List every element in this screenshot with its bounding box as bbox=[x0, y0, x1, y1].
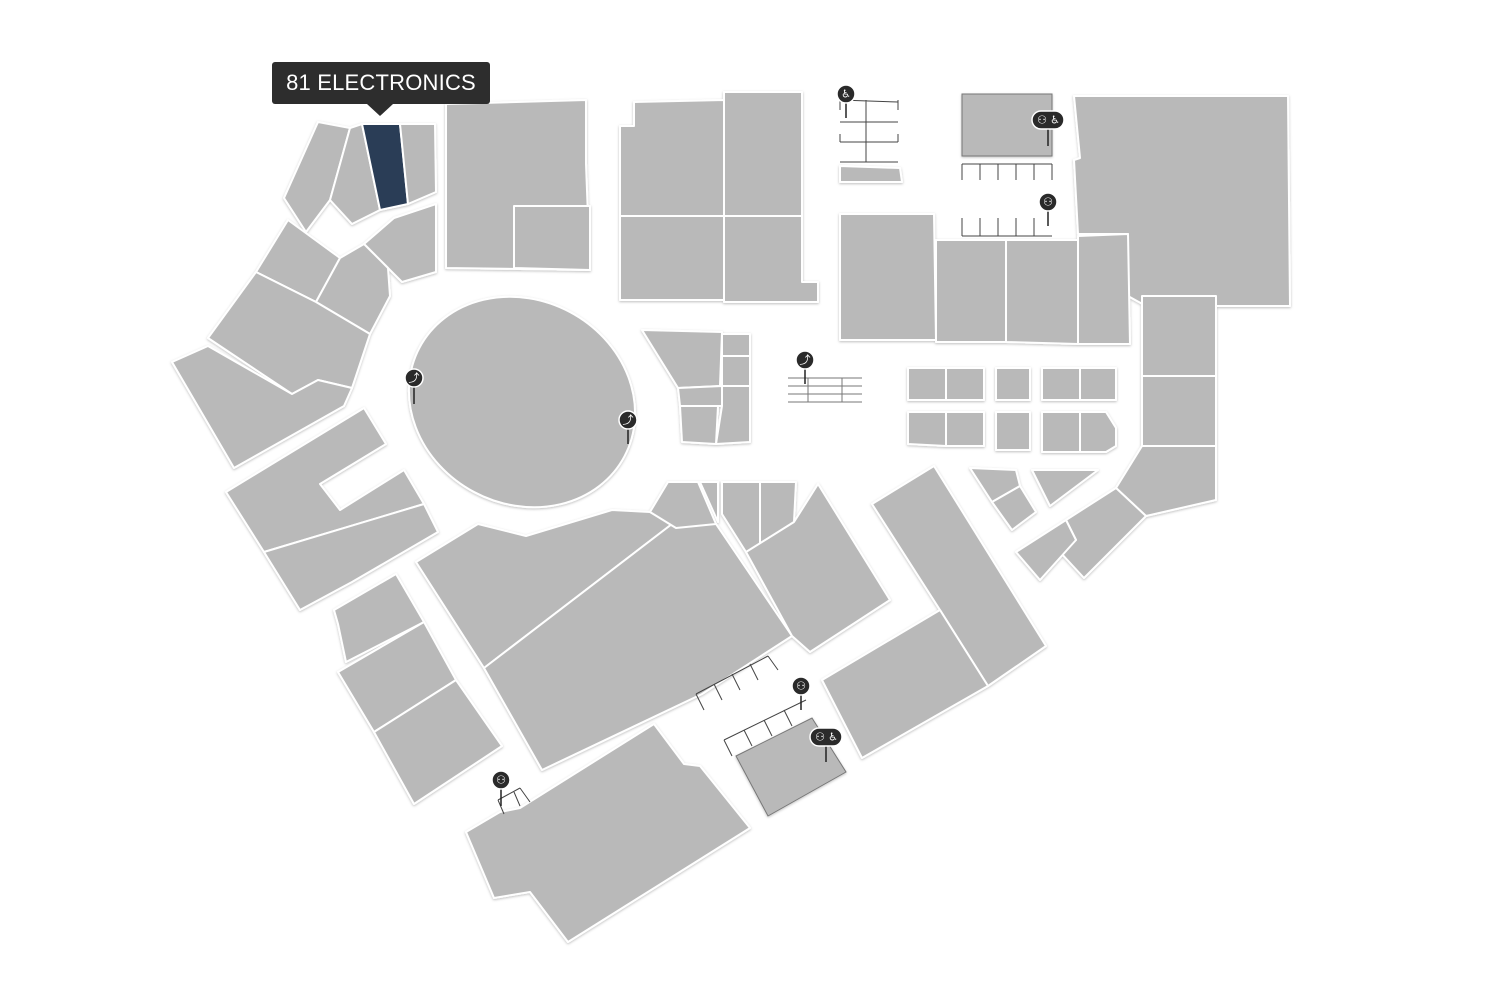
restroom-stalls bbox=[723, 699, 807, 757]
store-unit[interactable] bbox=[945, 367, 985, 401]
store-unit[interactable] bbox=[641, 329, 723, 389]
store-unit[interactable] bbox=[679, 405, 719, 445]
store-unit[interactable] bbox=[513, 205, 591, 271]
restroom-stalls bbox=[839, 99, 899, 163]
svg-text:♿: ♿ bbox=[828, 731, 838, 744]
restroom-icon[interactable]: ⚇ bbox=[1038, 192, 1058, 226]
escalator-icon[interactable]: ⤴ bbox=[618, 410, 638, 444]
restroom-stalls bbox=[497, 787, 531, 815]
selected-store-label: 81 ELECTRONICS bbox=[286, 70, 476, 95]
escalator-icon[interactable]: ⤴ bbox=[795, 350, 815, 384]
store-unit[interactable] bbox=[839, 165, 903, 183]
store-unit[interactable] bbox=[171, 345, 353, 469]
store-unit[interactable] bbox=[1079, 367, 1117, 401]
svg-text:⚇: ⚇ bbox=[815, 731, 825, 744]
svg-text:⚇: ⚇ bbox=[496, 774, 506, 787]
store-unit[interactable] bbox=[839, 213, 937, 341]
svg-text:♿: ♿ bbox=[841, 88, 851, 101]
store-unit[interactable] bbox=[745, 483, 891, 653]
store-unit[interactable] bbox=[995, 411, 1031, 451]
store-unit[interactable] bbox=[1079, 411, 1117, 453]
store-unit[interactable] bbox=[649, 481, 717, 529]
svg-text:⚇: ⚇ bbox=[1043, 196, 1053, 209]
store-unit[interactable] bbox=[935, 239, 1007, 343]
restroom-wheelchair-icon[interactable]: ⚇ ♿ bbox=[809, 727, 843, 762]
selected-store-tooltip: 81 ELECTRONICS bbox=[272, 62, 490, 104]
store-unit[interactable] bbox=[619, 215, 725, 301]
restroom-stalls bbox=[961, 163, 1053, 180]
store-unit[interactable] bbox=[871, 465, 1047, 687]
store-unit[interactable] bbox=[1041, 411, 1081, 453]
store-unit[interactable] bbox=[995, 367, 1031, 401]
store-unit[interactable] bbox=[907, 411, 947, 447]
store-unit[interactable] bbox=[991, 485, 1037, 531]
store-unit[interactable] bbox=[1115, 445, 1217, 517]
store-unit[interactable] bbox=[821, 609, 989, 759]
escalator-icon[interactable]: ⤴ bbox=[404, 368, 424, 404]
svg-text:⚇: ⚇ bbox=[796, 680, 806, 693]
store-unit[interactable] bbox=[677, 385, 723, 407]
store-unit[interactable] bbox=[465, 723, 751, 943]
stairway bbox=[788, 377, 862, 403]
store-unit[interactable] bbox=[723, 215, 819, 303]
restroom-wheelchair-icon[interactable]: ⚇ ♿ bbox=[1031, 110, 1065, 146]
restroom-icon[interactable]: ⚇ bbox=[491, 770, 511, 806]
central-atrium-store[interactable] bbox=[372, 257, 673, 546]
svg-text:♿: ♿ bbox=[1050, 114, 1060, 127]
restroom-icon[interactable]: ♿ bbox=[836, 84, 856, 118]
svg-text:⚇: ⚇ bbox=[1037, 114, 1047, 127]
store-unit[interactable] bbox=[399, 123, 437, 205]
restroom-stalls bbox=[961, 218, 1052, 237]
store-unit[interactable] bbox=[1005, 239, 1079, 345]
store-unit[interactable] bbox=[373, 679, 503, 805]
svg-text:⤴: ⤴ bbox=[409, 371, 420, 385]
store-unit[interactable] bbox=[945, 411, 985, 447]
restroom-stalls bbox=[695, 655, 779, 711]
store-unit[interactable] bbox=[1141, 295, 1217, 377]
store-unit[interactable] bbox=[329, 123, 381, 225]
svg-text:⤴: ⤴ bbox=[800, 353, 811, 367]
store-unit[interactable] bbox=[721, 355, 751, 387]
store-unit[interactable] bbox=[715, 385, 751, 445]
store-unit[interactable] bbox=[721, 333, 751, 357]
store-unit[interactable] bbox=[1141, 375, 1217, 447]
store-unit[interactable] bbox=[1077, 233, 1131, 345]
store-unit[interactable] bbox=[1031, 469, 1099, 507]
tooltip-pointer bbox=[367, 104, 393, 116]
restroom-icon[interactable]: ⚇ bbox=[791, 676, 811, 710]
store-unit[interactable] bbox=[333, 573, 425, 663]
store-unit[interactable] bbox=[1015, 519, 1077, 581]
store-unit[interactable] bbox=[263, 503, 439, 611]
store-unit[interactable] bbox=[723, 91, 803, 217]
store-unit[interactable] bbox=[283, 121, 351, 233]
store-unit[interactable] bbox=[699, 481, 719, 523]
restroom-area bbox=[961, 93, 1053, 157]
store-unit[interactable] bbox=[1041, 367, 1081, 401]
store-unit[interactable] bbox=[907, 367, 947, 401]
svg-text:⤴: ⤴ bbox=[623, 413, 634, 427]
store-unit[interactable] bbox=[619, 99, 725, 217]
